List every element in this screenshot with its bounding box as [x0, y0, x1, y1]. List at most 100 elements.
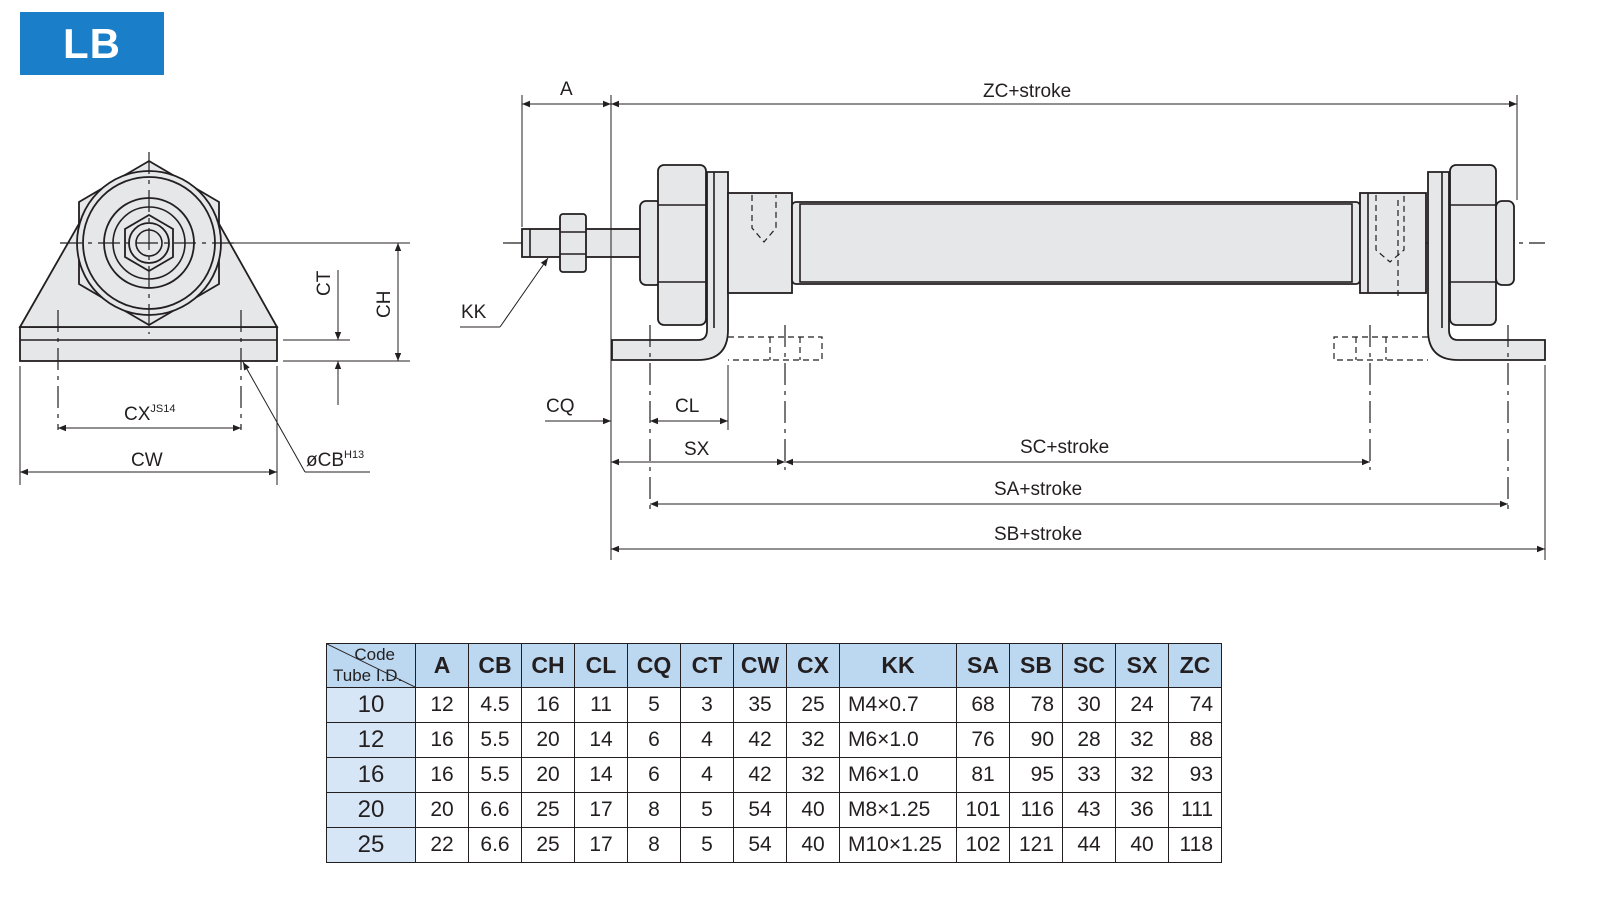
column-header: CH — [521, 643, 575, 688]
table-cell: 5 — [680, 792, 734, 828]
side-view: A ZC+stroke KK CQ CL SX SC+stroke SA+str… — [460, 79, 1546, 560]
kk-label: KK — [461, 302, 487, 323]
sc-label: SC+stroke — [1020, 437, 1109, 458]
table-cell: 78 — [1009, 687, 1063, 723]
table-cell: 54 — [733, 792, 787, 828]
table-cell: 81 — [956, 757, 1010, 793]
table-cell: 35 — [733, 687, 787, 723]
table-cell: 5 — [627, 687, 681, 723]
table-cell: 8 — [627, 792, 681, 828]
zc-label: ZC+stroke — [983, 81, 1071, 102]
table-cell: 12 — [415, 687, 469, 723]
table-cell: 6.6 — [468, 827, 522, 863]
table-cell: 20 — [415, 792, 469, 828]
table-row: 20 20 6.6 25 17 8 5 54 40 M8×1.25 101 11… — [326, 792, 1222, 828]
table-cell: 16 — [521, 687, 575, 723]
column-header: KK — [839, 643, 957, 688]
cx-label: CXJS14 — [124, 403, 175, 425]
table-corner-cell: Code Tube I.D. — [326, 643, 416, 688]
table-cell: 74 — [1168, 687, 1222, 723]
table-cell: 90 — [1009, 722, 1063, 758]
row-header: 20 — [326, 792, 416, 828]
table-cell: 17 — [574, 827, 628, 863]
table-cell: 14 — [574, 757, 628, 793]
corner-code-label: Code — [354, 645, 395, 664]
table-cell: 28 — [1062, 722, 1116, 758]
dimension-table: Code Tube I.D. A CB CH CL CQ CT CW CX KK… — [326, 643, 1222, 863]
table-cell: 40 — [786, 827, 840, 863]
cq-label: CQ — [546, 396, 575, 417]
table-cell: 25 — [786, 687, 840, 723]
column-header: SX — [1115, 643, 1169, 688]
table-cell: M8×1.25 — [839, 792, 957, 828]
table-cell: M10×1.25 — [839, 827, 957, 863]
table-cell: 8 — [627, 827, 681, 863]
table-cell: 102 — [956, 827, 1010, 863]
table-cell: 33 — [1062, 757, 1116, 793]
table-cell: 93 — [1168, 757, 1222, 793]
table-cell: 116 — [1009, 792, 1063, 828]
table-cell: 40 — [1115, 827, 1169, 863]
table-cell: M4×0.7 — [839, 687, 957, 723]
table-cell: 4.5 — [468, 687, 522, 723]
cylinder-drawing: CXJS14 CW øCBH13 CT CH — [18, 79, 1546, 560]
table-cell: 24 — [1115, 687, 1169, 723]
table-cell: 5 — [680, 827, 734, 863]
corner-tube-label: Tube I.D. — [333, 666, 403, 685]
table-row: 10 12 4.5 16 11 5 3 35 25 M4×0.7 68 78 3… — [326, 687, 1222, 723]
column-header: SB — [1009, 643, 1063, 688]
column-header: CL — [574, 643, 628, 688]
table-cell: 88 — [1168, 722, 1222, 758]
table-cell: 32 — [1115, 722, 1169, 758]
table-cell: 20 — [521, 757, 575, 793]
row-header: 12 — [326, 722, 416, 758]
table-header-row: Code Tube I.D. A CB CH CL CQ CT CW CX KK… — [326, 643, 1222, 688]
sx-label: SX — [684, 439, 710, 460]
column-header: CB — [468, 643, 522, 688]
column-header: SA — [956, 643, 1010, 688]
table-cell: 6 — [627, 722, 681, 758]
table-cell: 36 — [1115, 792, 1169, 828]
table-cell: 68 — [956, 687, 1010, 723]
table-body: 10 12 4.5 16 11 5 3 35 25 M4×0.7 68 78 3… — [326, 687, 1222, 863]
table-cell: 25 — [521, 827, 575, 863]
a-label: A — [560, 79, 573, 100]
table-row: 16 16 5.5 20 14 6 4 42 32 M6×1.0 81 95 3… — [326, 757, 1222, 793]
cb-label: øCBH13 — [306, 449, 364, 471]
column-header: CW — [733, 643, 787, 688]
column-header: CT — [680, 643, 734, 688]
table-cell: 101 — [956, 792, 1010, 828]
table-cell: 11 — [574, 687, 628, 723]
table-cell: 6.6 — [468, 792, 522, 828]
table-cell: 6 — [627, 757, 681, 793]
row-header: 16 — [326, 757, 416, 793]
table-cell: 76 — [956, 722, 1010, 758]
row-header: 25 — [326, 827, 416, 863]
column-header: ZC — [1168, 643, 1222, 688]
table-cell: 44 — [1062, 827, 1116, 863]
table-cell: 25 — [521, 792, 575, 828]
table-cell: 20 — [521, 722, 575, 758]
table-cell: 121 — [1009, 827, 1063, 863]
sb-label: SB+stroke — [994, 524, 1082, 545]
ct-label: CT — [314, 270, 335, 296]
table-cell: 111 — [1168, 792, 1222, 828]
table-cell: 32 — [786, 757, 840, 793]
table-cell: 16 — [415, 757, 469, 793]
column-header: A — [415, 643, 469, 688]
table-cell: 5.5 — [468, 757, 522, 793]
column-header: CX — [786, 643, 840, 688]
table-cell: 54 — [733, 827, 787, 863]
cw-label: CW — [131, 450, 163, 471]
model-badge: LB — [20, 12, 164, 75]
table-cell: 42 — [733, 722, 787, 758]
table-cell: 16 — [415, 722, 469, 758]
table-cell: 95 — [1009, 757, 1063, 793]
table-cell: 30 — [1062, 687, 1116, 723]
table-cell: 22 — [415, 827, 469, 863]
table-cell: 118 — [1168, 827, 1222, 863]
table-cell: 32 — [786, 722, 840, 758]
table-cell: 4 — [680, 722, 734, 758]
table-cell: 43 — [1062, 792, 1116, 828]
column-header: SC — [1062, 643, 1116, 688]
